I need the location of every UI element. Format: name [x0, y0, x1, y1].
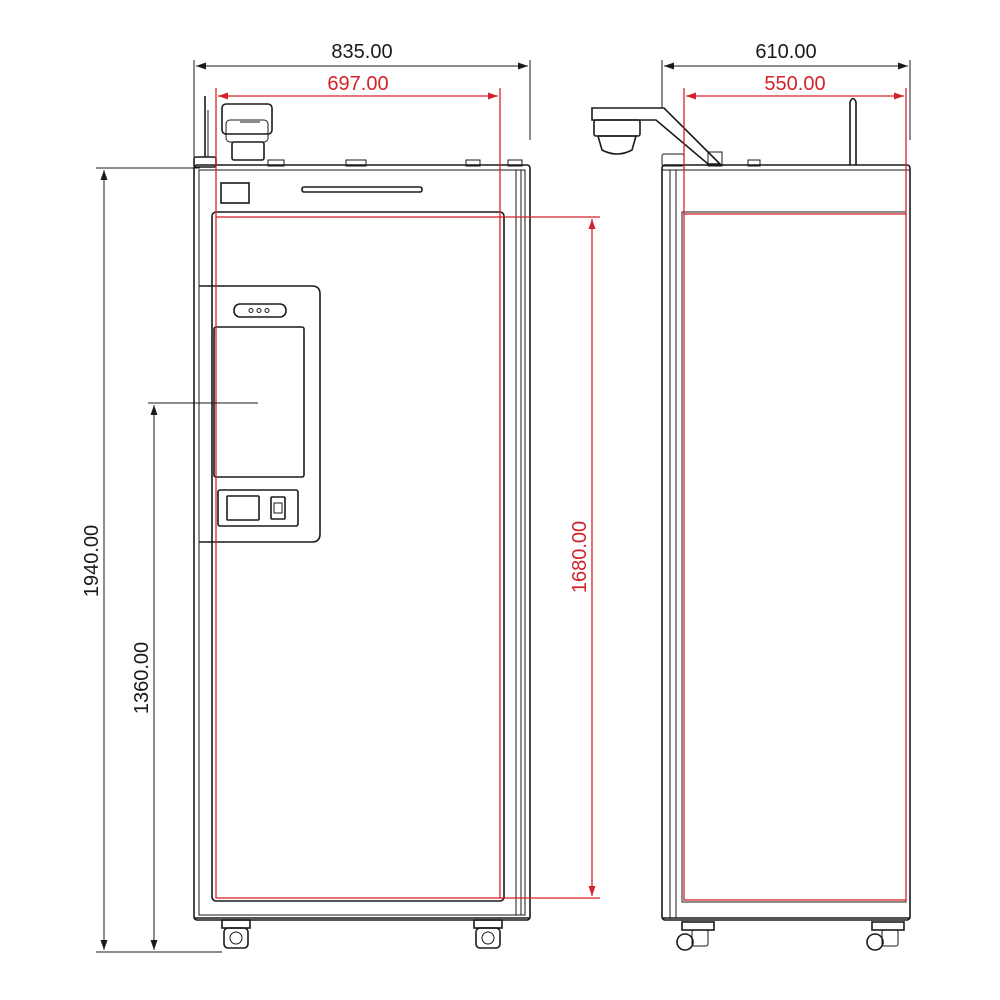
side-view — [591, 97, 911, 951]
control-panel — [199, 285, 321, 543]
dim-side-depth: 610.00 — [661, 41, 911, 140]
reader-module — [217, 489, 299, 527]
side-top-fitting — [707, 151, 723, 167]
side-cabinet-body — [661, 164, 911, 921]
touch-screen — [213, 326, 305, 478]
dim-door-height: 1680.00 — [500, 216, 600, 899]
side-antenna — [849, 97, 857, 165]
front-caster-left — [221, 919, 251, 949]
scanner-bar — [233, 303, 287, 318]
keyhole-icon — [273, 502, 283, 514]
dim-side-inner-depth: 550.00 — [683, 73, 907, 214]
front-top-fitting — [507, 159, 523, 167]
front-card-slot — [301, 186, 423, 193]
side-panel-outline-red — [683, 213, 907, 901]
front-caster-right — [473, 919, 503, 949]
label-total-height: 1940.00 — [81, 525, 103, 597]
side-panel — [681, 211, 907, 903]
front-door — [211, 211, 505, 902]
front-label-plate — [220, 182, 250, 204]
label-screen-height: 1360.00 — [131, 642, 153, 714]
front-top-fitting — [345, 159, 367, 167]
label-front-width: 835.00 — [331, 41, 392, 63]
scanner-light-icon — [256, 308, 262, 313]
dim-front-inner-width: 697.00 — [215, 73, 501, 217]
side-caster-right — [866, 921, 905, 951]
label-door-height: 1680.00 — [569, 521, 591, 593]
label-front-inner-width: 697.00 — [327, 73, 388, 95]
keyhole-panel — [270, 496, 286, 520]
front-camera — [221, 103, 273, 161]
dim-screen-height: 1360.00 — [131, 402, 258, 950]
label-side-depth: 610.00 — [755, 41, 816, 63]
side-caster-left — [676, 921, 715, 951]
dim-front-width: 835.00 — [193, 41, 531, 157]
front-door-outline-red — [215, 216, 501, 899]
side-top-fitting — [747, 159, 761, 167]
front-cabinet-body — [193, 164, 531, 921]
dim-total-height: 1940.00 — [81, 167, 222, 953]
card-reader — [226, 495, 260, 521]
scanner-light-icon — [264, 308, 270, 313]
front-view — [193, 96, 531, 949]
front-top-fitting — [267, 159, 285, 167]
front-top-fitting — [465, 159, 481, 167]
side-camera-arm — [591, 107, 722, 165]
label-side-inner-depth: 550.00 — [764, 73, 825, 95]
scanner-light-icon — [248, 308, 254, 313]
